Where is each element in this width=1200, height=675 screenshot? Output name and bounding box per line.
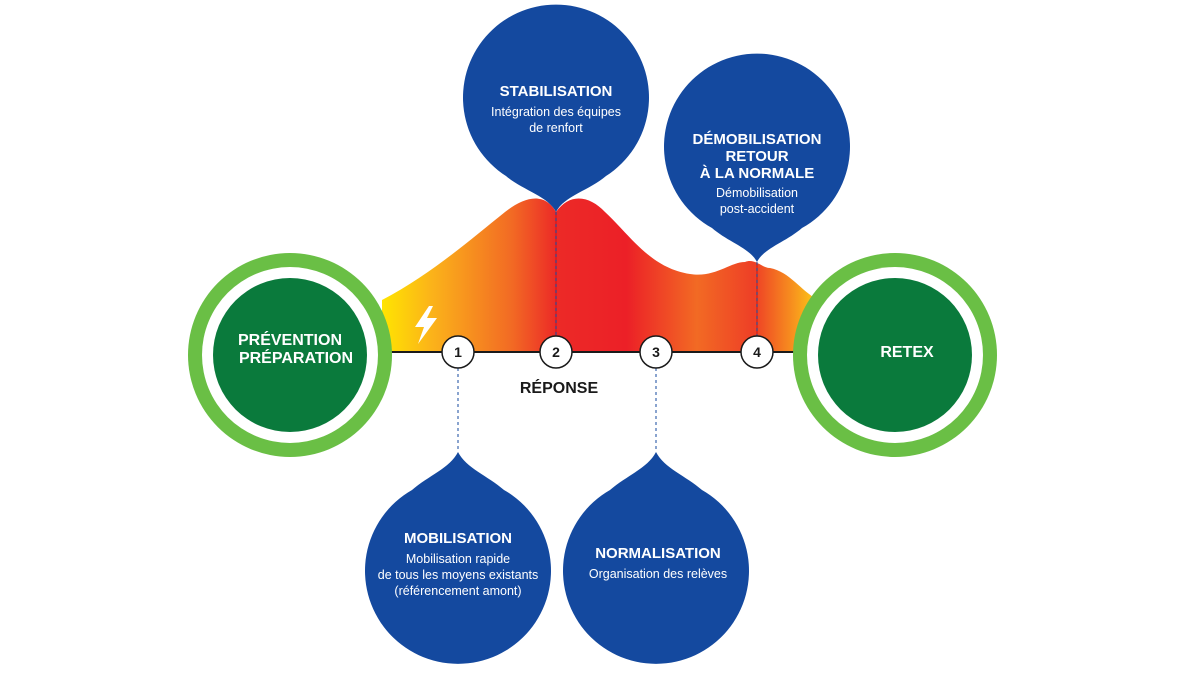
bubble-text: Intégration des équipes xyxy=(491,105,621,119)
bubble-mobilisation: MOBILISATION Mobilisation rapide de tous… xyxy=(364,452,551,664)
preparation-label: PRÉPARATION xyxy=(239,348,353,367)
step-marker-3: 3 xyxy=(639,335,673,369)
step-number: 3 xyxy=(652,344,660,360)
response-label: RÉPONSE xyxy=(520,378,599,397)
step-number: 4 xyxy=(753,344,761,360)
step-marker-4: 4 xyxy=(740,335,774,369)
bubble-title: RETOUR xyxy=(725,148,788,165)
bubble-text: Organisation des relèves xyxy=(589,567,727,581)
bubble-title: NORMALISATION xyxy=(595,545,721,562)
prevention-label: PRÉVENTION xyxy=(238,330,342,349)
lightning-icon xyxy=(415,306,437,344)
step-number: 2 xyxy=(552,344,560,360)
bubble-stabilisation: STABILISATION Intégration des équipes de… xyxy=(463,4,650,213)
step-marker-2: 2 xyxy=(539,335,573,369)
bubble-text: Mobilisation rapide xyxy=(406,552,510,566)
bubble-demobilisation: DÉMOBILISATION RETOUR À LA NORMALE Démob… xyxy=(663,53,851,262)
bubble-title: À LA NORMALE xyxy=(700,165,814,182)
step-marker-1: 1 xyxy=(441,335,475,369)
bubble-title: STABILISATION xyxy=(500,83,613,100)
bubble-text: (référencement amont) xyxy=(394,584,521,598)
prevention-circle: PRÉVENTION PRÉPARATION xyxy=(188,253,392,457)
retex-label: RETEX xyxy=(880,344,934,361)
step-number: 1 xyxy=(454,344,462,360)
bubble-text: post-accident xyxy=(720,202,795,216)
intensity-curve xyxy=(382,198,818,352)
bubble-normalisation: NORMALISATION Organisation des relèves xyxy=(563,452,750,664)
retex-circle: RETEX xyxy=(793,253,997,457)
bubble-text: Démobilisation xyxy=(716,186,798,200)
bubble-text: de tous les moyens existants xyxy=(378,568,539,582)
bubble-title: DÉMOBILISATION xyxy=(693,131,822,148)
bubble-title: MOBILISATION xyxy=(404,530,512,547)
bubble-text: de renfort xyxy=(529,121,583,135)
